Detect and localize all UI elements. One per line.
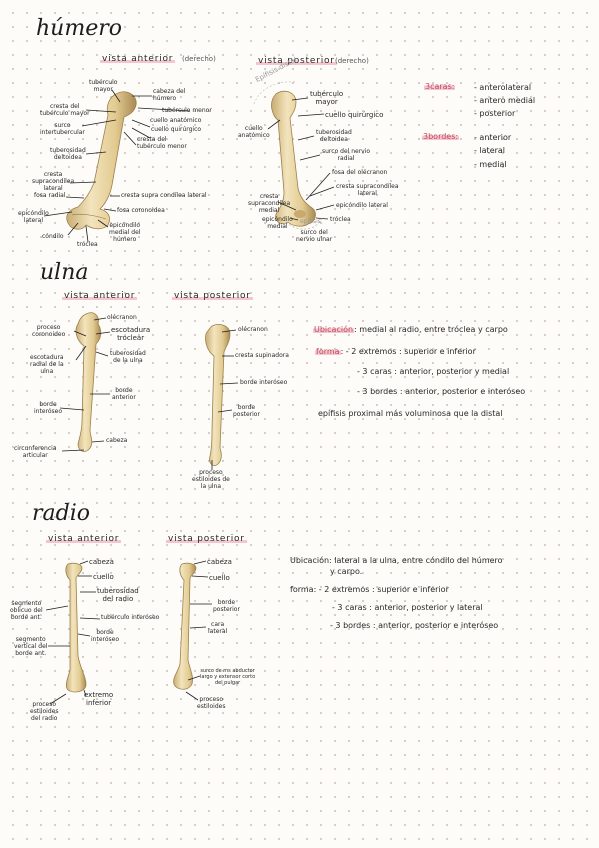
ulna-ubicacion: Ubicación: medial al radio, entre trócle… bbox=[313, 325, 508, 334]
ulna-ant-label-cabeza: cabeza bbox=[106, 437, 128, 444]
ulna-anterior-subtitle: vista anterior bbox=[62, 291, 138, 301]
radio-ant-label-proceso-estiloides: proceso estiloides del radio bbox=[30, 701, 59, 722]
humero-ant-label-fosa-radial: fosa radial bbox=[34, 192, 66, 199]
humero-cara-2: - antero medial bbox=[474, 96, 536, 105]
humero-ant-label-epicondilo-med: epicóndilo medial del húmero bbox=[109, 222, 141, 243]
humero-ant-label-troclea: tróclea bbox=[77, 241, 98, 248]
humero-post-label-troclea: tróclea bbox=[330, 216, 351, 223]
humero-ant-label-cuello-anat: cuello anatómico bbox=[150, 117, 202, 124]
radio-forma: forma: - 2 extremos : superior e inferio… bbox=[290, 585, 449, 594]
ulna-forma-bordes: - 3 bordes : anterior, posterior e inter… bbox=[357, 387, 526, 396]
ulna-post-label-borde-posterior: borde posterior bbox=[233, 404, 260, 418]
ulna-ant-label-borde-interoseo: borde interóseo bbox=[34, 401, 63, 415]
humero-ant-label-condilo: cóndilo bbox=[42, 233, 64, 240]
humero-caras-label: 3caras: bbox=[424, 82, 456, 91]
humero-ant-label-cuello-quir: cuello quirúrgico bbox=[151, 126, 202, 133]
ulna-ant-label-proceso-coronoideo: proceso coronoideo bbox=[32, 324, 66, 338]
ulna-forma-caras: - 3 caras : anterior, posterior y medial bbox=[357, 367, 510, 376]
radio-post-label-surco: surco de ms abductor largo y extensor co… bbox=[200, 668, 256, 686]
humero-ant-label-cresta-tub-mayor: cresta del tubérculo mayor bbox=[40, 103, 90, 117]
radio-post-label-cuello: cuello bbox=[209, 574, 230, 582]
ulna-post-label-proceso-estiloides: proceso estiloides de la ulna bbox=[192, 469, 230, 490]
humero-ant-label-cabeza: cabeza del húmero bbox=[153, 88, 186, 102]
humero-posterior-note: (derecho) bbox=[335, 57, 369, 65]
radio-ant-label-cabeza: cabeza bbox=[89, 558, 114, 566]
ulna-forma: forma: - 2 extremos : superior e inferio… bbox=[315, 347, 476, 356]
radio-ant-label-segmento-vertical: segmento vertical del borde ant. bbox=[14, 636, 48, 657]
radio-ant-label-extremo-inferior: extremo inferior bbox=[84, 691, 114, 708]
radio-ant-label-cuello: cuello bbox=[93, 573, 114, 581]
radio-anterior-illustration bbox=[65, 562, 87, 693]
radio-ubicacion-line2: y carpo. bbox=[330, 567, 363, 576]
radio-post-label-proceso-estiloides: proceso estiloides bbox=[197, 696, 226, 710]
humero-ant-label-surco: surco intertubercular bbox=[40, 122, 85, 136]
ulna-post-label-cresta-supinadora: cresta supinadora bbox=[235, 352, 289, 359]
humero-ant-label-tuberculo-mayor: tubérculo mayor bbox=[89, 79, 118, 93]
humero-post-label-tub-deltoidea: tuberosidad deltoidea bbox=[316, 129, 352, 143]
humero-post-label-surco-radial: surco del nervio radial bbox=[322, 148, 371, 162]
ulna-post-label-borde-interoseo: borde interóseo bbox=[240, 379, 288, 386]
radio-ant-label-tuberosidad: tuberosidad del radio bbox=[97, 587, 139, 604]
humero-ant-label-tub-deltoidea: tuberosidad deltoidea bbox=[50, 147, 86, 161]
humero-post-label-epic-med: epicóndilo medial bbox=[262, 216, 293, 230]
ulna-posterior-subtitle: vista posterior bbox=[172, 291, 253, 301]
ulna-ant-label-tuberosidad: tuberosidad de la ulna bbox=[110, 350, 146, 364]
ulna-epifisis-note: epífisis proximal más voluminosa que la … bbox=[318, 409, 503, 418]
humero-anterior-illustration bbox=[66, 91, 137, 230]
radio-post-label-borde-posterior: borde posterior bbox=[213, 599, 240, 613]
ulna-ant-label-borde-anterior: borde anterior bbox=[112, 387, 136, 401]
radio-forma-caras: - 3 caras : anterior, posterior y latera… bbox=[332, 603, 483, 612]
ulna-ant-label-circunferencia: circunferencia articular bbox=[14, 445, 57, 459]
humero-bordes-label: 3bordes: bbox=[422, 132, 460, 141]
humero-borde-2: - lateral bbox=[474, 146, 506, 155]
radio-post-label-cabeza: cabeza bbox=[207, 558, 232, 566]
humero-ant-label-cresta-supra-lat2: cresta supra condílea lateral bbox=[121, 192, 207, 199]
humero-posterior-subtitle: vista posterior bbox=[256, 56, 337, 66]
humero-ant-label-cresta-tub-menor: cresta del tubérculo menor bbox=[137, 136, 187, 150]
humero-post-label-cuello-anat: cuello anatómico bbox=[238, 125, 270, 139]
humero-ant-label-cresta-supra-lat: cresta supracondílea lateral bbox=[32, 171, 75, 192]
humero-cara-3: - posterior bbox=[474, 109, 516, 118]
radio-ant-label-segmento-oblicuo: segmento oblicuo del borde ant. bbox=[10, 600, 43, 621]
ulna-title: ulna bbox=[40, 260, 89, 285]
humero-post-label-fosa-olecranon: fosa del olécranon bbox=[332, 169, 388, 176]
humero-post-label-epifisis2: epífisis bbox=[300, 218, 321, 225]
humero-anterior-note: (derecho) bbox=[182, 55, 216, 63]
radio-forma-bordes: - 3 bordes : anterior, posterior e inter… bbox=[330, 621, 499, 630]
radio-title: radio bbox=[32, 501, 90, 526]
humero-ant-label-tub-menor: tubérculo menor bbox=[162, 107, 212, 114]
radio-anterior-subtitle: vista anterior bbox=[46, 534, 122, 544]
humero-cara-1: - anterolateral bbox=[474, 83, 532, 92]
humero-anterior-subtitle: vista anterior bbox=[100, 54, 176, 64]
ulna-ant-label-olecranon: olécranon bbox=[107, 314, 137, 321]
radio-ant-label-borde-interoseo: borde interóseo bbox=[91, 629, 120, 643]
humero-borde-3: - medial bbox=[474, 160, 507, 169]
radio-posterior-illustration bbox=[173, 562, 197, 690]
humero-post-label-cresta-supra-lat: cresta supracondílea lateral bbox=[336, 183, 399, 197]
radio-ant-label-tuberculo-interoseo: tubérculo interóseo bbox=[101, 614, 160, 621]
humero-borde-1: - anterior bbox=[474, 133, 512, 142]
ulna-ant-label-escotadura: escotadura troclear bbox=[111, 326, 151, 343]
ulna-post-label-olecranon: olécranon bbox=[238, 326, 268, 333]
radio-post-label-cara-lateral: cara lateral bbox=[208, 621, 228, 635]
humero-post-label-cresta-supra-med: cresta supracondílea medial bbox=[248, 193, 291, 214]
radio-posterior-subtitle: vista posterior bbox=[166, 534, 247, 544]
humero-ant-label-epicondilo-lat: epicóndilo lateral bbox=[18, 210, 49, 224]
humero-post-label-cuello-quir: cuello quirúrgico bbox=[325, 111, 384, 119]
humero-ant-label-fosa-coronoidea: fosa coronoidea bbox=[117, 207, 165, 214]
humero-post-label-epic-lat: epicóndilo lateral bbox=[336, 202, 388, 209]
ulna-anterior-illustration bbox=[75, 312, 102, 452]
ulna-posterior-illustration bbox=[205, 324, 231, 466]
ulna-ant-label-escotadura-radial: escotadura radial de la ulna bbox=[30, 354, 64, 375]
radio-ubicacion: Ubicación: lateral a la ulna, entre cónd… bbox=[290, 556, 503, 565]
humero-post-label-tub-mayor: tubérculo mayor bbox=[310, 90, 344, 107]
humero-title: húmero bbox=[36, 16, 122, 41]
humero-post-label-surco-ulnar: surco del nervio ulnar bbox=[296, 229, 333, 243]
